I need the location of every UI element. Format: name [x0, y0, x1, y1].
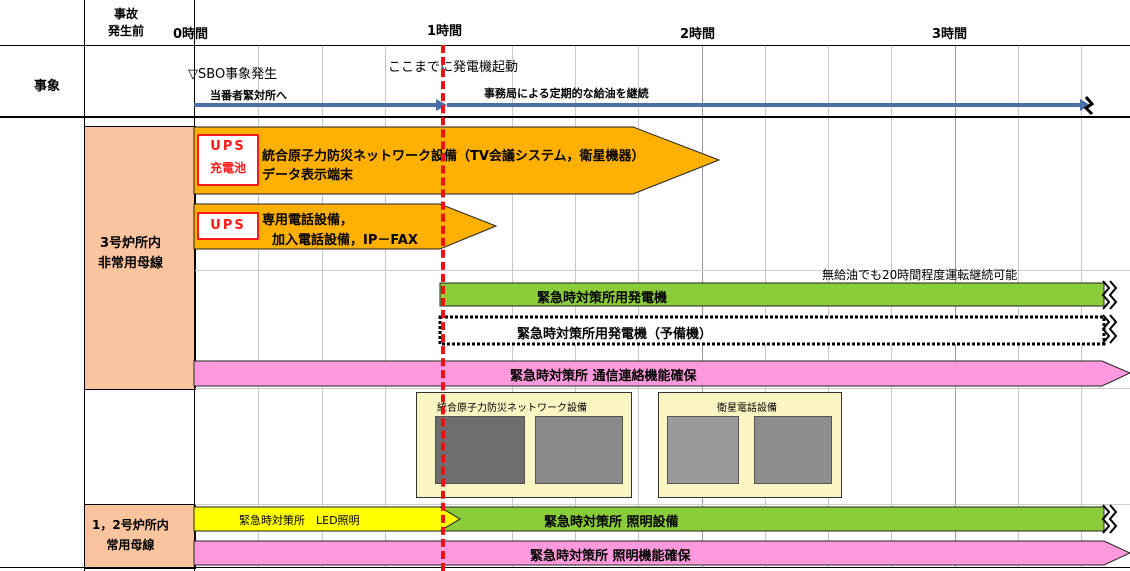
subscriber-phone-label: 加入電話設備，IP－FAX — [272, 233, 418, 248]
row-line — [194, 270, 1130, 271]
ups-label: UPS — [210, 139, 246, 154]
comm-function-bar — [193, 360, 1130, 387]
refueling-label: 事務局による定期的な給油を継続 — [484, 87, 649, 100]
unit3-bus-label: 3号炉所内 非常用母線 — [98, 236, 164, 271]
generator-spare-label: 緊急時対策所用発電機（予備機） — [517, 327, 713, 342]
phone-handset-photo — [667, 416, 739, 484]
ups-battery-box: UPS 充電池 — [197, 134, 259, 186]
label-column-line — [84, 0, 85, 571]
break-mark — [1108, 504, 1118, 534]
lighting-equipment-bar — [438, 506, 1105, 532]
led-lighting-label: 緊急時対策所 LED照明 — [239, 514, 360, 527]
unit12-label-cell — [84, 504, 196, 569]
unit12-bus-label: 1，2号炉所内 常用母線 — [92, 518, 169, 552]
grid-line — [385, 45, 386, 567]
to-emergency-room-label: 当番者緊対所へ — [210, 89, 287, 102]
comm-function-label: 緊急時対策所 通信連絡機能確保 — [510, 369, 697, 384]
row-line — [194, 504, 1130, 505]
network-equipment-label: 統合原子力防災ネットワーク設備（TV会議システム，衛星機器） — [262, 149, 645, 164]
time-label-1h: 1時間 — [427, 24, 463, 39]
break-mark — [1101, 504, 1111, 534]
dedicated-phone-label: 専用電話設備， — [262, 213, 354, 228]
time-zero-line — [194, 0, 195, 571]
battery-label: 充電池 — [209, 161, 246, 175]
satellite-unit-photo — [754, 416, 832, 484]
generator-start-dashed-line — [441, 45, 445, 571]
no-refuel-note: 無給油でも20時間程度運転継続可能 — [822, 268, 1018, 282]
row-line — [194, 388, 1130, 389]
display-terminal-label: データ表示端末 — [262, 168, 354, 183]
network-equipment-photo-panel: 統合原子力防災ネットワーク設備 — [416, 392, 632, 498]
unit3-label-cell — [84, 126, 196, 390]
events-divider — [0, 116, 1130, 118]
network-equipment-bar — [193, 126, 721, 195]
sbo-event-label: ▽SBO事象発生 — [188, 67, 278, 82]
header-divider — [0, 45, 1130, 46]
ups-label: UPS — [210, 218, 246, 233]
lighting-function-bar — [193, 540, 1130, 566]
satellite-photo-title: 衛星電話設備 — [717, 403, 777, 414]
break-mark — [1083, 96, 1095, 116]
break-mark — [1101, 314, 1111, 344]
arrow-head — [1080, 99, 1090, 111]
events-row-label: 事象 — [34, 79, 61, 94]
satellite-dish-photo — [535, 416, 623, 484]
break-mark — [1101, 280, 1111, 310]
video-conference-photo — [435, 416, 525, 484]
ups-box: UPS — [197, 212, 259, 240]
generator-main-label: 緊急時対策所用発電機 — [537, 291, 668, 306]
generator-start-label: ここまでに発電機起動 — [388, 60, 519, 75]
time-label-2h: 2時間 — [680, 27, 716, 42]
satellite-phone-photo-panel: 衛星電話設備 — [658, 392, 842, 498]
phone-equipment-bar — [193, 203, 498, 250]
lighting-equipment-label: 緊急時対策所 照明設備 — [544, 515, 679, 530]
before-accident-label: 事故 発生前 — [108, 7, 145, 38]
network-photo-title: 統合原子力防災ネットワーク設備 — [437, 403, 587, 414]
break-mark — [1108, 314, 1118, 344]
break-mark — [1108, 280, 1118, 310]
time-label-3h: 3時間 — [932, 27, 968, 42]
time-label-0h: 0時間 — [173, 27, 209, 42]
bottom-line — [0, 567, 1130, 568]
lighting-function-label: 緊急時対策所 照明機能確保 — [530, 549, 691, 564]
grid-line — [258, 45, 259, 567]
grid-line — [322, 45, 323, 567]
